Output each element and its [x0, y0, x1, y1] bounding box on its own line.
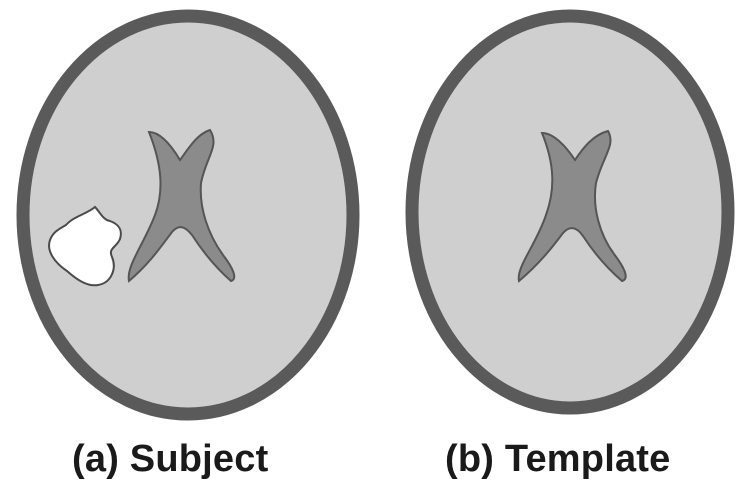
subject-caption: (a) Subject	[72, 438, 268, 481]
template-caption: (b) Template	[445, 438, 670, 481]
subject-panel	[23, 16, 353, 414]
template-panel	[412, 16, 728, 408]
